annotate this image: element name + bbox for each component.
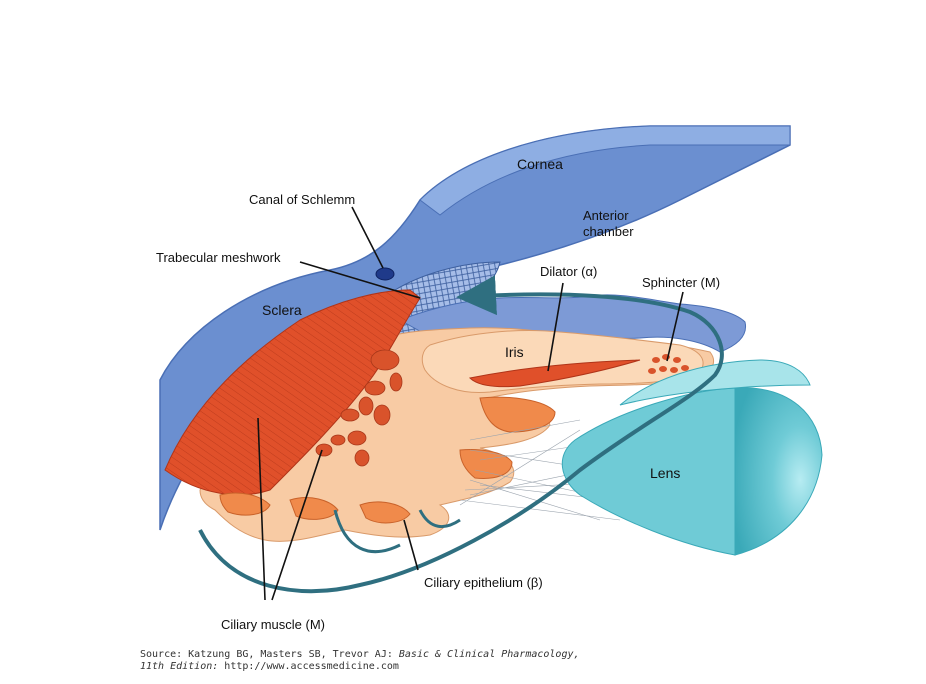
label-lens: Lens: [650, 465, 680, 481]
label-sclera: Sclera: [262, 302, 302, 318]
muscle-blobs: [315, 349, 403, 467]
source-prefix: Source: Katzung BG, Masters SB, Trevor A…: [140, 649, 399, 660]
ciliary-process-fold: [479, 396, 556, 433]
source-url[interactable]: http://www.accessmedicine.com: [218, 661, 399, 672]
aqueous-flow-loop: [333, 509, 461, 554]
canal-of-schlemm: [375, 267, 395, 281]
label-ciliary-epithelium: Ciliary epithelium (β): [424, 575, 543, 590]
label-anterior: Anterior: [583, 208, 629, 223]
label-chamber: chamber: [583, 224, 634, 239]
ciliary-process-fold: [359, 501, 411, 524]
source-title: Basic & Clinical Pharmacology,: [398, 649, 580, 660]
lens-front: [561, 387, 736, 556]
lens-section: [734, 387, 823, 556]
label-sphincter: Sphincter (M): [642, 275, 720, 290]
dilator-muscle: [468, 359, 641, 388]
lens-top: [619, 359, 811, 406]
label-trabecular-meshwork: Trabecular meshwork: [156, 250, 281, 265]
source-edition: 11th Edition:: [140, 661, 219, 672]
label-ciliary-muscle: Ciliary muscle (M): [221, 617, 325, 632]
leader-lines: [257, 206, 684, 601]
ciliary-process-fold: [289, 497, 339, 520]
source-citation: Source: Katzung BG, Masters SB, Trevor A…: [140, 649, 580, 673]
aqueous-flow-path: [198, 275, 724, 594]
label-dilator: Dilator (α): [540, 264, 597, 279]
label-iris: Iris: [505, 344, 524, 360]
ciliary-process-fold: [219, 492, 271, 516]
label-canal-of-schlemm: Canal of Schlemm: [249, 192, 355, 207]
cornea-edge: [419, 125, 791, 216]
label-cornea: Cornea: [517, 156, 563, 172]
